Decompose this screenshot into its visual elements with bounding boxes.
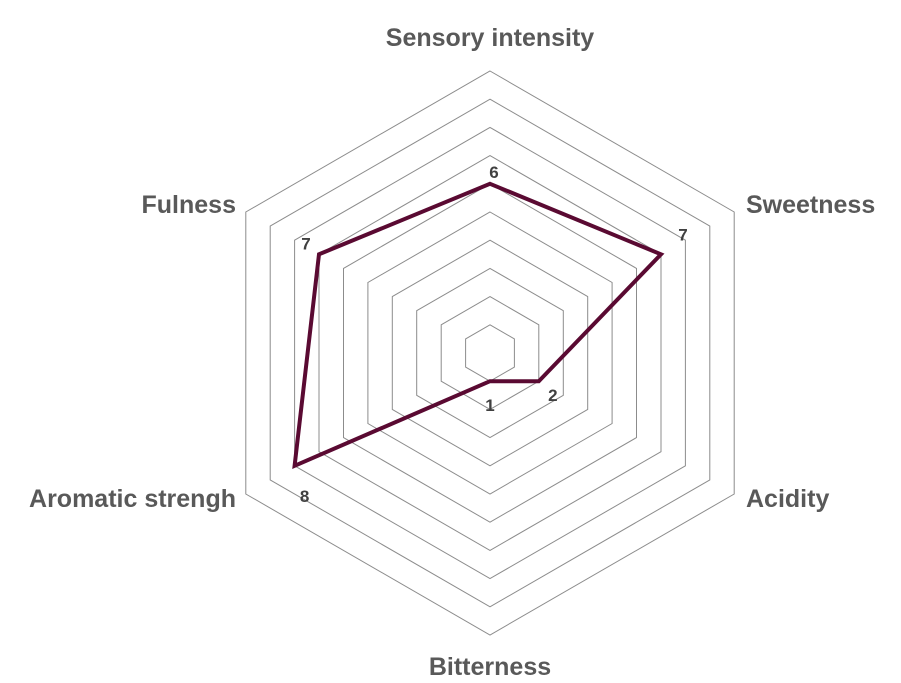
grid-ring [465, 324, 515, 382]
data-label: 6 [489, 163, 498, 182]
data-label: 7 [678, 225, 687, 244]
data-label: 1 [485, 396, 494, 415]
data-label: 7 [301, 234, 310, 253]
grid-ring [294, 126, 686, 580]
data-label: 2 [548, 386, 557, 405]
grid-ring [245, 70, 735, 636]
category-label-aromatic-strengh: Aromatic strengh [29, 485, 236, 513]
category-label-sweetness: Sweetness [746, 191, 875, 219]
series-line [292, 181, 665, 470]
grid-ring [269, 98, 711, 608]
data-label: 8 [300, 487, 309, 506]
grid-ring [391, 239, 589, 467]
category-label-fulness: Fulness [142, 191, 236, 219]
grid-ring [343, 183, 637, 523]
category-label-bitterness: Bitterness [429, 653, 551, 681]
grid-ring [416, 267, 564, 439]
grid-ring [367, 211, 613, 495]
grid-ring [440, 296, 540, 410]
category-label-acidity: Acidity [746, 485, 829, 513]
radar-grid [245, 70, 735, 636]
grid-ring [318, 155, 662, 551]
category-labels: Sensory intensity Sweetness Acidity Bitt… [29, 24, 875, 681]
category-label-sensory-intensity: Sensory intensity [386, 24, 594, 52]
data-labels: 6 7 2 1 8 7 [300, 163, 688, 506]
series-layer [292, 181, 665, 470]
